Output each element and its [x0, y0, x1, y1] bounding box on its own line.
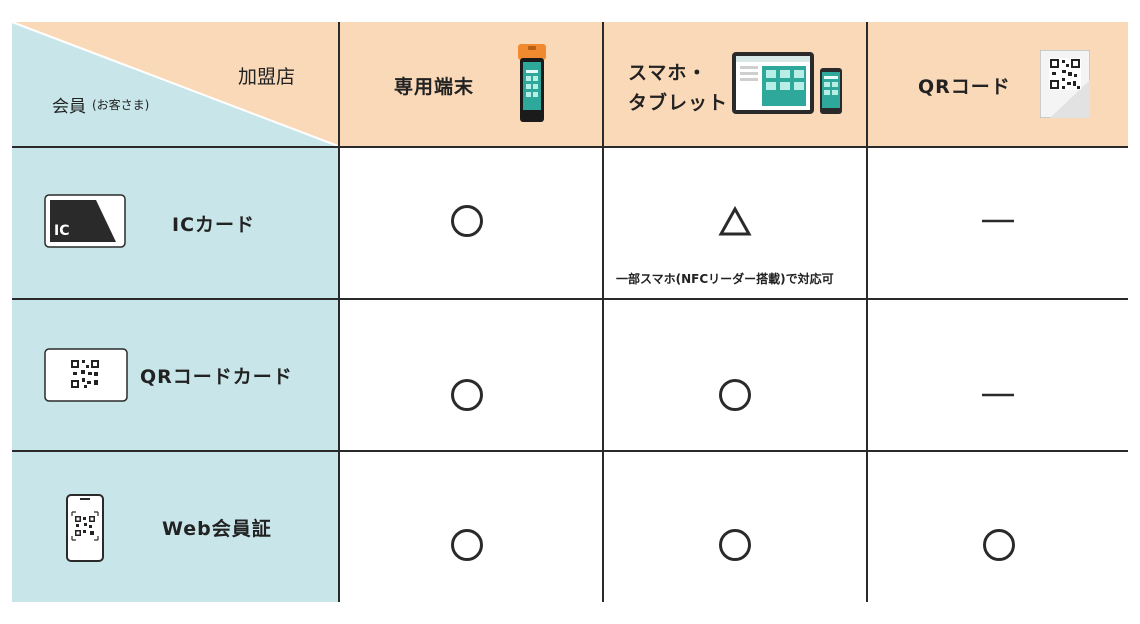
merchant-label: 加盟店 — [238, 66, 296, 88]
row-header-label: Web会員証 — [162, 518, 272, 540]
column-header-label: 専用端末 — [394, 76, 475, 98]
grid-line-horizontal — [12, 146, 1128, 148]
column-header-qr-code: QRコード — [868, 22, 1128, 146]
circle-mark — [451, 205, 483, 237]
row-header-qr-card: QRコードカード — [12, 300, 338, 450]
cell-web-smartphone — [604, 452, 866, 602]
member-sub-label: (お客さま) — [92, 98, 150, 112]
cell-web-terminal — [340, 452, 602, 602]
column-header-terminal: 専用端末 — [340, 22, 602, 146]
triangle-mark — [718, 206, 752, 236]
row-header-ic-card: IC ICカード — [12, 148, 338, 298]
column-header-label-line1: スマホ・ — [628, 62, 708, 84]
cell-qr-card-qr — [868, 300, 1128, 450]
qr-card-icon — [44, 348, 128, 402]
circle-mark — [719, 379, 751, 411]
member-label: 会員 — [52, 97, 86, 117]
column-header-smartphone-tablet: スマホ・ タブレット — [604, 22, 866, 146]
tablet-smartphone-icon — [732, 52, 842, 114]
circle-mark — [451, 379, 483, 411]
cell-qr-card-terminal — [340, 300, 602, 450]
row-header-label: QRコードカード — [140, 366, 293, 388]
cell-ic-smartphone: 一部スマホ(NFCリーダー搭載)で対応可 — [604, 148, 866, 298]
dash-mark — [982, 219, 1014, 223]
corner-diagonal — [12, 22, 338, 146]
corner-header: 加盟店 会員 (お客さま) — [12, 22, 338, 146]
compatibility-table: 加盟店 会員 (お客さま) 専用端末 スマホ・ タブレット — [12, 22, 1128, 602]
circle-mark — [451, 529, 483, 561]
row-header-web-member: Web会員証 — [12, 452, 338, 602]
smartphone-qr-icon — [66, 494, 104, 562]
column-header-label-line2: タブレット — [628, 92, 729, 114]
grid-line-horizontal — [12, 450, 1128, 452]
grid-line-vertical — [602, 22, 604, 602]
ic-card-icon: IC — [44, 194, 126, 248]
row-header-label: ICカード — [172, 214, 256, 236]
circle-mark — [719, 529, 751, 561]
grid-line-vertical — [338, 22, 340, 602]
cell-ic-qr — [868, 148, 1128, 298]
cell-ic-terminal — [340, 148, 602, 298]
dash-mark — [982, 393, 1014, 397]
qr-code-stand-icon — [1040, 50, 1090, 118]
cell-qr-card-smartphone — [604, 300, 866, 450]
ic-card-text: IC — [54, 223, 69, 239]
ic-smartphone-note: 一部スマホ(NFCリーダー搭載)で対応可 — [616, 272, 834, 286]
payment-terminal-icon — [518, 44, 546, 122]
circle-mark — [983, 529, 1015, 561]
grid-line-horizontal — [12, 298, 1128, 300]
grid-line-vertical — [866, 22, 868, 602]
cell-web-qr — [868, 452, 1128, 602]
column-header-label: QRコード — [918, 76, 1011, 98]
